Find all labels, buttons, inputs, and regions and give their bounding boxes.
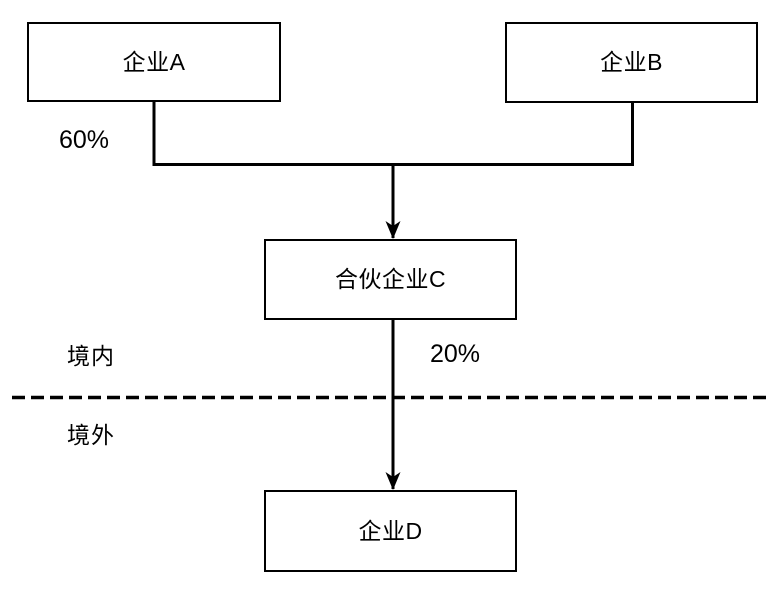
node-label-partnership-c: 合伙企业C — [334, 266, 447, 292]
node-label-enterprise-a: 企业A — [122, 48, 186, 75]
edge-label-ownership-60: 60% — [59, 126, 110, 154]
node-box-enterprise-a[interactable]: 企业A — [27, 22, 281, 102]
node-label-enterprise-b: 企业B — [600, 49, 663, 75]
arrowhead-into-c — [385, 221, 401, 239]
region-label-domestic: 境内 — [67, 343, 115, 369]
arrowhead-into-d — [385, 472, 401, 490]
node-box-enterprise-d[interactable]: 企业D — [264, 490, 517, 572]
edge-label-ownership-20: 20% — [430, 340, 481, 368]
node-box-enterprise-b[interactable]: 企业B — [505, 22, 758, 103]
region-label-overseas: 境外 — [67, 422, 115, 448]
node-box-partnership-c[interactable]: 合伙企业C — [264, 239, 517, 320]
node-label-enterprise-d: 企业D — [358, 517, 423, 544]
